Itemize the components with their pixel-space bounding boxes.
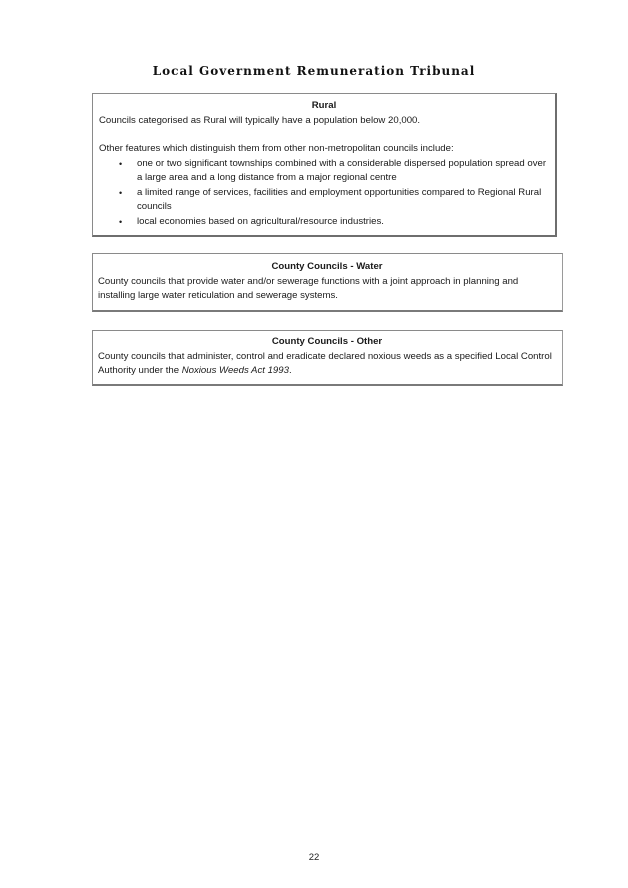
rural-features-list: • one or two significant townships combi… xyxy=(99,157,549,230)
rural-category-box: Rural Councils categorised as Rural will… xyxy=(92,93,557,237)
page-number: 22 xyxy=(308,852,320,863)
county-other-text-end: . xyxy=(288,365,292,376)
county-water-box: County Councils - Water County councils … xyxy=(92,253,563,312)
list-item: • local economies based on agricultural/… xyxy=(99,215,549,230)
list-item-text: one or two significant townships combine… xyxy=(137,157,547,184)
rural-features-intro: Other features which distinguish them fr… xyxy=(99,143,454,154)
county-water-heading: County Councils - Water xyxy=(271,261,383,272)
list-item: • a limited range of services, facilitie… xyxy=(99,186,549,215)
county-other-text: County councils that administer, control… xyxy=(98,350,556,379)
paragraph-spacer xyxy=(99,128,549,142)
county-other-text-start: County councils that administer, control… xyxy=(98,350,552,377)
page-title: Local Government Remuneration Tribunal xyxy=(152,64,476,78)
bullet-icon: • xyxy=(119,187,123,198)
list-item-text: local economies based on agricultural/re… xyxy=(137,215,384,227)
act-name: Noxious Weeds Act 1993 xyxy=(181,365,289,376)
rural-heading: Rural xyxy=(311,100,337,111)
county-other-box: County Councils - Other County councils … xyxy=(92,330,563,386)
list-item: • one or two significant townships combi… xyxy=(99,157,549,186)
rural-intro-text: Councils categorised as Rural will typic… xyxy=(99,114,421,126)
county-other-heading: County Councils - Other xyxy=(271,336,383,347)
county-water-text: County councils that provide water and/o… xyxy=(98,275,519,302)
bullet-icon: • xyxy=(119,216,123,227)
bullet-icon: • xyxy=(119,158,123,169)
list-item-text: a limited range of services, facilities … xyxy=(137,186,542,213)
